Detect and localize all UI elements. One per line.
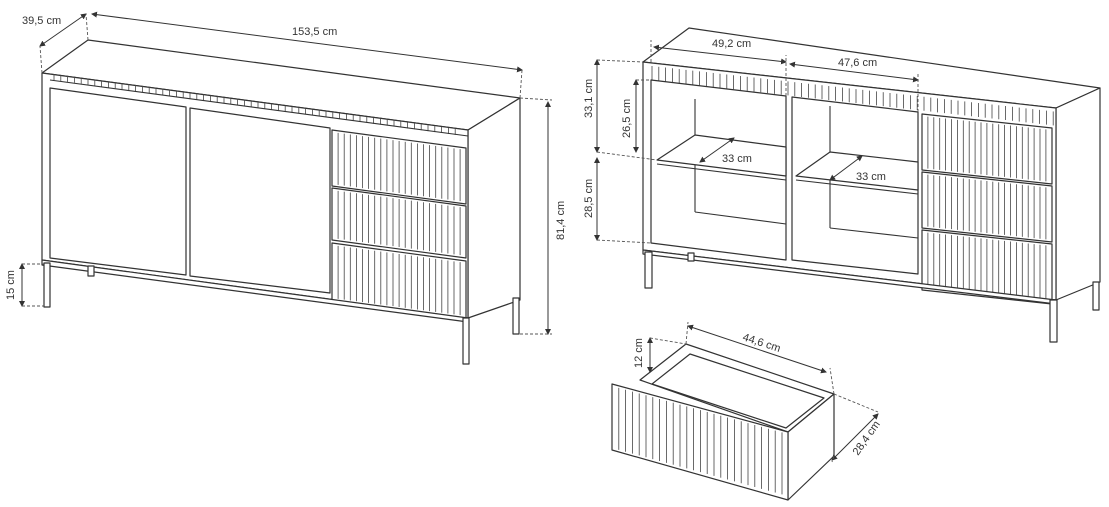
top-fluted-strip xyxy=(53,74,456,135)
sideboard-open: 49,2 cm 47,6 cm 33,1 cm 26,5 cm 28,5 cm … xyxy=(583,27,1101,343)
door-left[interactable] xyxy=(49,87,187,276)
drawer-detail: 12 cm 44,6 cm 28,4 cm xyxy=(611,321,883,501)
dim-upper-height-label: 33,1 cm xyxy=(583,79,595,118)
dim-width-label: 153,5 cm xyxy=(292,26,337,38)
dim-leg-label: 15 cm xyxy=(5,270,17,300)
dim-shelf-depth-right-label: 33 cm xyxy=(856,171,886,183)
dim-height-label: 81,4 cm xyxy=(555,201,567,240)
leg xyxy=(512,297,520,335)
top-fluted-strip xyxy=(651,66,1054,126)
leg xyxy=(644,251,653,289)
compartment-left xyxy=(650,79,787,261)
leg xyxy=(1092,281,1100,311)
drawer-fronts xyxy=(331,129,467,319)
dim-compartment-right-label: 47,6 cm xyxy=(838,57,877,69)
dim-drawer-width-label: 44,6 cm xyxy=(741,331,782,355)
leg xyxy=(462,317,470,365)
dim-shelf-gap-label: 26,5 cm xyxy=(621,99,633,138)
dim-compartment-left-label: 49,2 cm xyxy=(712,38,751,50)
leg xyxy=(687,252,695,262)
leg xyxy=(1049,299,1058,343)
compartment-right xyxy=(791,96,919,275)
leg xyxy=(43,262,51,308)
door-right[interactable] xyxy=(189,107,331,294)
sideboard-closed: 39,5 cm 153,5 cm 81,4 cm 15 cm xyxy=(5,11,567,365)
leg xyxy=(87,265,95,277)
drawer-front[interactable] xyxy=(611,383,789,501)
side-panel xyxy=(467,97,521,319)
dim-drawer-height-label: 12 cm xyxy=(633,338,645,368)
side-panel xyxy=(1055,87,1101,301)
dim-shelf-depth-left-label: 33 cm xyxy=(722,153,752,165)
dim-lower-height-label: 28,5 cm xyxy=(583,179,595,218)
dim-depth-label: 39,5 cm xyxy=(22,15,61,27)
drawer-fronts xyxy=(921,113,1053,305)
